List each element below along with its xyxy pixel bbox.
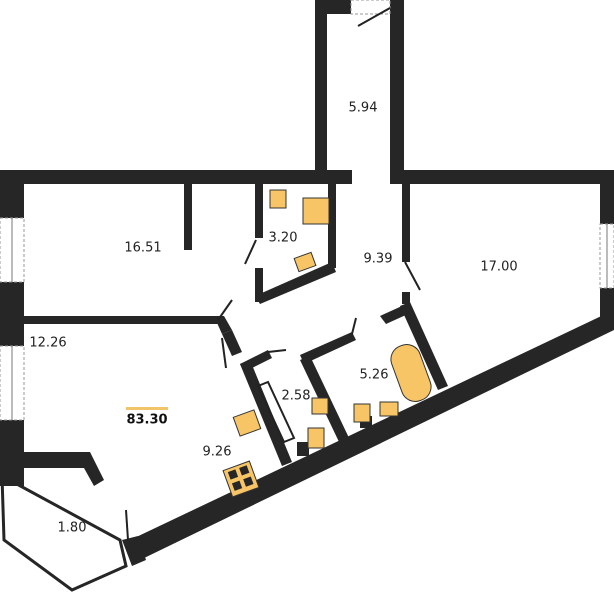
entry-door-gap <box>350 0 391 15</box>
shower-icon <box>302 197 330 225</box>
stove-burners <box>227 465 254 491</box>
room-area-label: 17.00 <box>480 259 518 275</box>
door-bedroom-right <box>404 261 421 291</box>
wall <box>0 170 24 218</box>
total-area: 83.30 <box>126 412 168 428</box>
bath-toilet-icon <box>353 403 371 423</box>
room-area-label: 2.58 <box>281 388 311 404</box>
door-storage <box>267 349 287 353</box>
wall <box>390 0 404 184</box>
wall <box>297 442 309 456</box>
wall <box>315 0 327 184</box>
wall <box>122 536 146 566</box>
wall <box>184 184 192 250</box>
storage-sink-icon <box>311 397 329 415</box>
wall <box>214 316 232 334</box>
door-wc <box>244 239 257 265</box>
storage-toilet-icon <box>307 427 325 449</box>
toilet-icon <box>269 189 287 209</box>
wall <box>255 184 263 238</box>
wall <box>402 184 410 262</box>
stove-icon <box>222 460 260 498</box>
doors <box>125 7 421 541</box>
door-living <box>217 299 233 321</box>
wall <box>255 262 336 304</box>
wall <box>240 350 272 372</box>
kitchen-sink-icon <box>232 409 262 437</box>
wall <box>400 302 448 390</box>
room-area-label: 3.20 <box>268 230 298 246</box>
room-area-label: 16.51 <box>124 240 162 256</box>
fixtures <box>222 189 432 498</box>
wall <box>402 292 410 304</box>
wall <box>240 360 292 466</box>
door-balcony <box>125 509 129 541</box>
bath-sink-icon <box>379 401 399 417</box>
wall <box>328 184 336 268</box>
wall <box>24 316 220 324</box>
door-entry <box>357 7 391 27</box>
room-area-label: 12.26 <box>29 335 67 351</box>
wall <box>222 330 242 356</box>
sink-icon <box>293 251 317 273</box>
total-area-accent-bar <box>126 407 168 410</box>
bathtub-icon <box>390 344 432 402</box>
wall <box>600 170 614 224</box>
wall <box>300 332 356 364</box>
wall <box>255 268 263 302</box>
wall <box>0 420 24 486</box>
wall <box>130 310 614 560</box>
balcony-outline <box>0 473 128 592</box>
wall <box>315 0 351 14</box>
wall <box>0 282 24 346</box>
storage-shelf <box>256 380 296 444</box>
walls <box>0 0 614 566</box>
wall <box>390 170 614 184</box>
door-bathroom <box>351 317 357 335</box>
room-area-label: 9.39 <box>363 251 393 267</box>
wall <box>380 306 408 324</box>
wall <box>24 452 104 486</box>
room-area-label: 5.26 <box>359 367 389 383</box>
room-area-label: 9.26 <box>202 444 232 460</box>
door-kitchen <box>221 337 227 369</box>
wall <box>0 170 352 184</box>
room-area-label: 1.80 <box>57 520 87 536</box>
room-area-label: 5.94 <box>348 100 378 116</box>
